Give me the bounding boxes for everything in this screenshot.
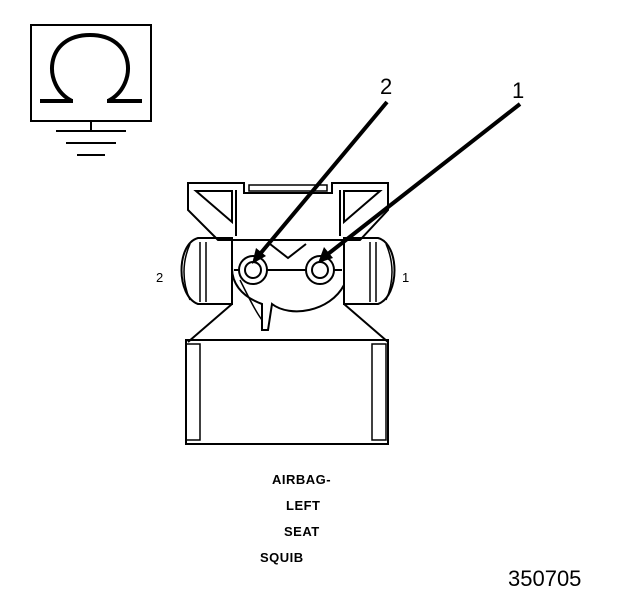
lower-left-slot <box>185 343 201 441</box>
ground-icon <box>56 121 126 156</box>
leader-arrow-2 <box>252 100 389 264</box>
caption-line-4: SQUIB <box>260 550 304 565</box>
left-ear-ribs <box>183 242 207 302</box>
ohmmeter-symbol <box>30 24 152 122</box>
connector-body <box>180 182 396 445</box>
top-latch-slot <box>248 184 328 192</box>
connector-lower-housing <box>185 339 389 445</box>
callout-terminal-2: 2 <box>380 74 393 99</box>
ohmmeter-frame <box>30 24 152 122</box>
top-right-window <box>343 190 383 225</box>
lower-right-slot <box>371 343 387 441</box>
figure-number: 350705 <box>508 566 582 591</box>
shorting-bar <box>239 279 263 321</box>
connector-top-housing <box>187 182 389 241</box>
pin-label-right: 1 <box>402 270 410 285</box>
leader-arrow-1 <box>318 102 522 263</box>
right-ear-ribs <box>369 242 393 302</box>
left-ear <box>180 237 233 305</box>
right-ear <box>343 237 396 305</box>
callout-terminal-1: 1 <box>512 78 525 103</box>
pin-label-left: 2 <box>156 270 164 285</box>
connector-neck <box>187 303 389 343</box>
caption-line-2: LEFT <box>286 498 321 513</box>
caption-line-1: AIRBAG- <box>272 472 332 487</box>
terminal-keyway <box>269 243 307 260</box>
terminal-1 <box>305 255 335 285</box>
caption-line-3: SEAT <box>284 524 320 539</box>
ohm-icon <box>50 32 130 103</box>
top-left-window <box>193 190 233 225</box>
terminal-cavity <box>231 239 345 331</box>
terminal-2 <box>238 255 268 285</box>
